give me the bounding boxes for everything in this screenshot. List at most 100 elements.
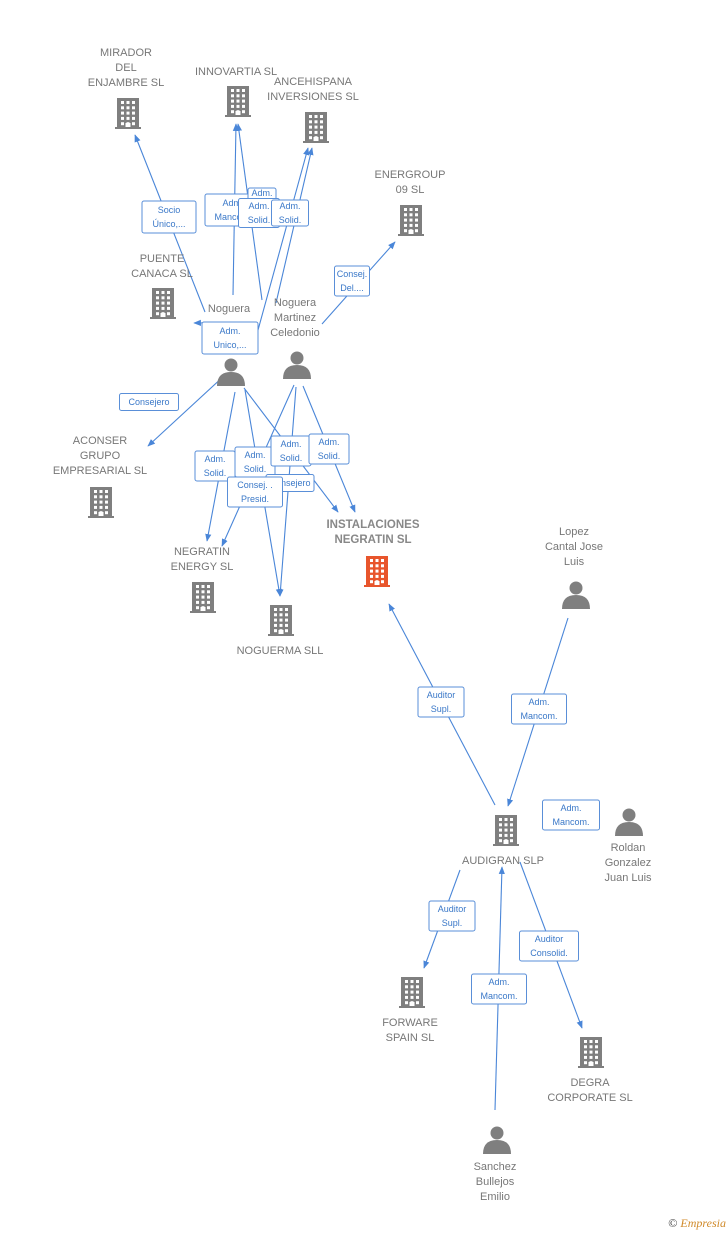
edge-label-text: Único,... [152,219,185,229]
building-icon [578,1037,604,1068]
edge-label-16[interactable]: Adm.Mancom. [511,693,567,725]
edge-label-9[interactable]: Adm.Solid. [194,450,236,482]
node-label-line: ENJAMBRE SL [88,77,164,89]
edge-label-text: Adm. [560,803,581,813]
edge-label-5[interactable]: Adm.Solid. [271,199,309,227]
node-label-line: MIRADOR [100,47,152,59]
edge-label-text: Adm. [244,450,265,460]
edge-label-box [119,393,179,411]
node-label-line: Sanchez [474,1161,517,1173]
node-label-line: Roldan [611,842,646,854]
edge-label-text: Mancom. [552,817,589,827]
node-label-line: Bullejos [476,1176,515,1188]
node-label-line: Noguera [208,303,251,315]
node-label: FORWARE SPAIN SL [382,1017,438,1044]
node-noguerma[interactable]: NOGUERMA SLL [237,605,324,657]
node-label-line: Emilio [480,1191,510,1203]
node-noguera1[interactable]: Noguera [208,303,251,386]
node-label-line: Celedonio [270,327,320,339]
edge-label-10[interactable]: Adm. Solid. [234,446,276,478]
edge-label-11[interactable]: Adm.Solid. [270,435,312,467]
edge-label-text: Consejero [128,397,169,407]
node-label-line: 09 SL [396,184,425,196]
node-label-line: SPAIN SL [386,1032,435,1044]
edge-label-20[interactable]: Adm.Mancom. [471,973,527,1005]
building-icon [399,977,425,1008]
edge-label-text: Solid. [244,464,267,474]
edge-label-text: Consolid. [530,948,568,958]
node-label-line: INSTALACIONES [326,519,419,531]
edge-label-box [519,930,579,962]
node-label-line: FORWARE [382,1017,438,1029]
node-instalaciones[interactable]: INSTALACIONES NEGRATIN SL [326,519,420,587]
edge-label-14[interactable]: Consej. .Presid. [227,476,283,508]
edge-label-text: Adm. [222,198,243,208]
node-forware[interactable]: FORWARE SPAIN SL [382,977,438,1044]
person-icon [562,581,590,609]
node-label-line: AUDIGRAN SLP [462,855,544,867]
edge-label-text: Adm. [248,201,269,211]
person-icon [483,1126,511,1154]
edge-label-text: Socio [158,205,181,215]
node-label-line: Gonzalez [605,857,651,869]
node-label: NOGUERMA SLL [237,645,324,657]
edge-label-7[interactable]: Adm. Unico,... [201,321,259,355]
edge-label-1[interactable]: SocioÚnico,... [141,200,197,234]
edge-label-text: Supl. [431,704,452,714]
edge-label-text: Consej. [337,269,368,279]
person-icon [217,358,245,386]
node-label-line: Martinez [274,312,316,324]
node-label-line: NEGRATIN [174,546,230,558]
edge-label-text: Solid. [318,451,341,461]
node-label-line: Noguera [274,297,317,309]
edge-label-17[interactable]: Adm. Mancom. [542,799,600,831]
footer-brand[interactable]: © Empresia [668,1216,726,1231]
node-innovartia[interactable]: INNOVARTIA SL [195,66,277,117]
edge-label-text: Solid. [204,468,227,478]
node-layer: MIRADOR DEL ENJAMBRE SL INNOVARTIA SLANCEHI… [53,47,652,1203]
node-mirador[interactable]: MIRADOR DEL ENJAMBRE SL [88,47,164,129]
edge-label-box [471,973,527,1005]
edge-label-box [227,476,283,508]
edge-label-text: Solid. [248,215,271,225]
node-label-line: NOGUERMA SLL [237,645,324,657]
brand-logo: Empresia [680,1216,726,1230]
edge-label-8[interactable]: Consejero [119,393,179,411]
edge-label-text: Unico,... [213,340,246,350]
edge-label-text: Mancom. [520,711,557,721]
edge-label-text: Adm. [219,326,240,336]
edge-label-text: Solid. [280,453,303,463]
node-label-line: DEL [115,62,136,74]
copyright-symbol: © [668,1216,678,1230]
edge-label-12[interactable]: Adm.Solid. [308,433,350,465]
node-label-line: NEGRATIN SL [334,534,411,546]
edge-label-6[interactable]: Consej.Del.... [334,265,370,297]
node-label: INNOVARTIA SL [195,66,277,78]
building-icon [115,98,141,129]
node-audigran[interactable]: AUDIGRAN SLP [462,815,544,867]
building-icon [493,815,519,846]
node-label-line: ANCEHISPANA [274,76,353,88]
node-label-line: EMPRESARIAL SL [53,465,147,477]
building-icon [398,205,424,236]
edge-label-text: Auditor [535,934,564,944]
